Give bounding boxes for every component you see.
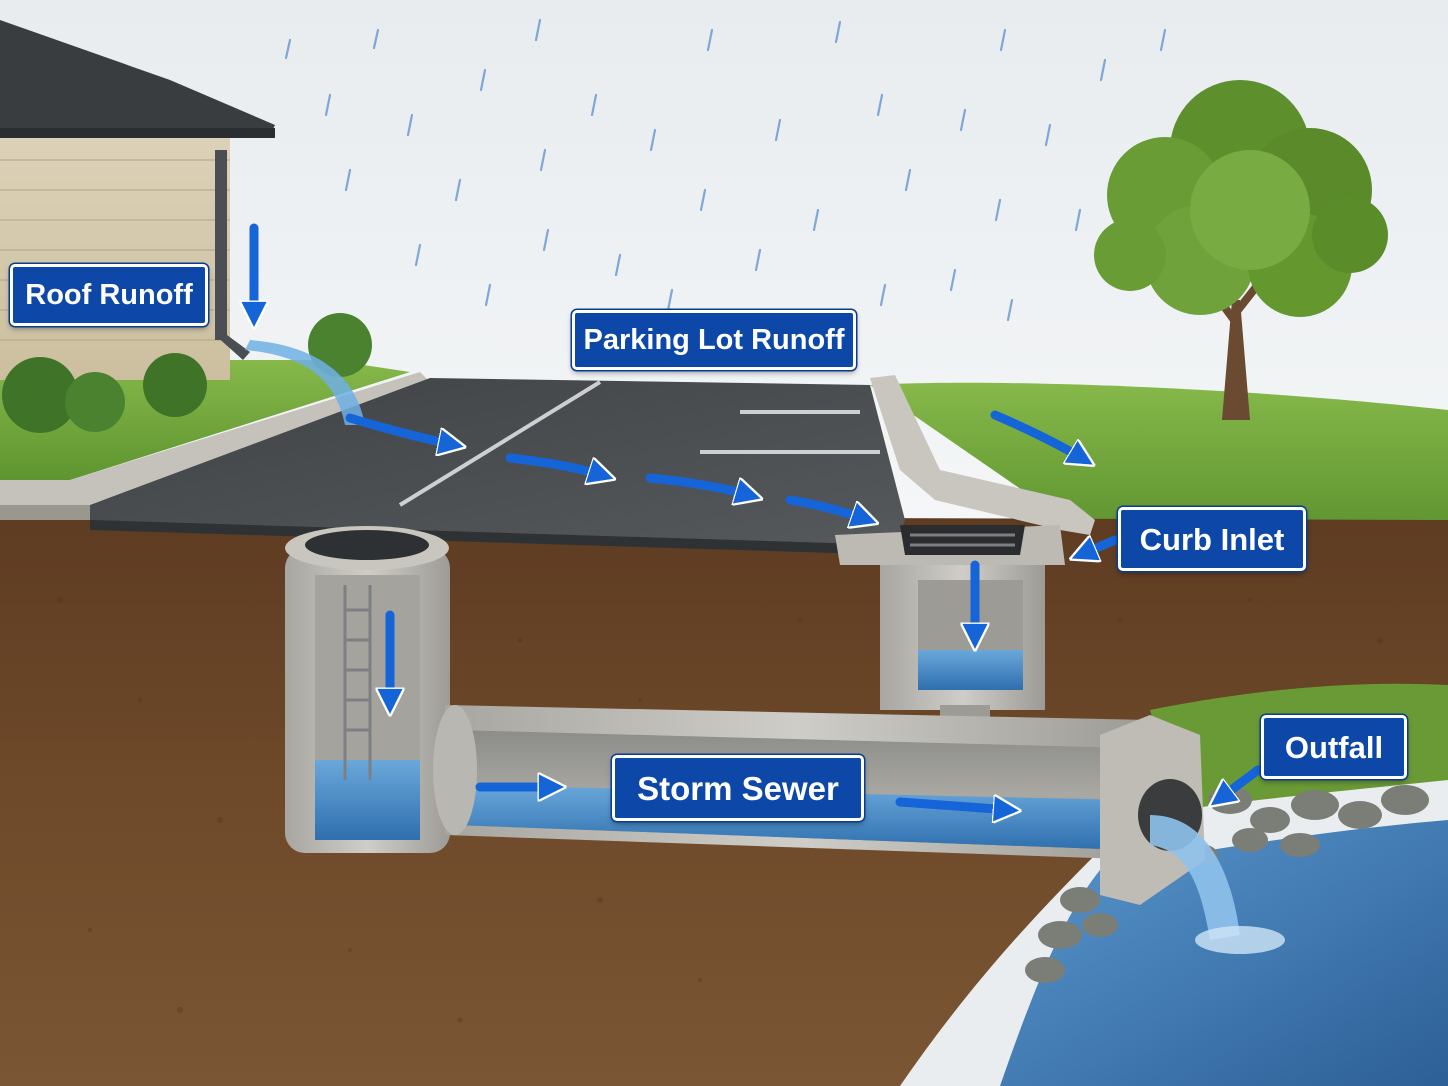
storm-sewer-label: Storm Sewer (612, 755, 864, 821)
curb-inlet-label: Curb Inlet (1118, 507, 1306, 571)
outfall-label: Outfall (1261, 715, 1407, 779)
roof-runoff-label: Roof Runoff (10, 264, 208, 326)
manhole (285, 526, 450, 853)
parking-lot-runoff-label: Parking Lot Runoff (572, 310, 856, 370)
